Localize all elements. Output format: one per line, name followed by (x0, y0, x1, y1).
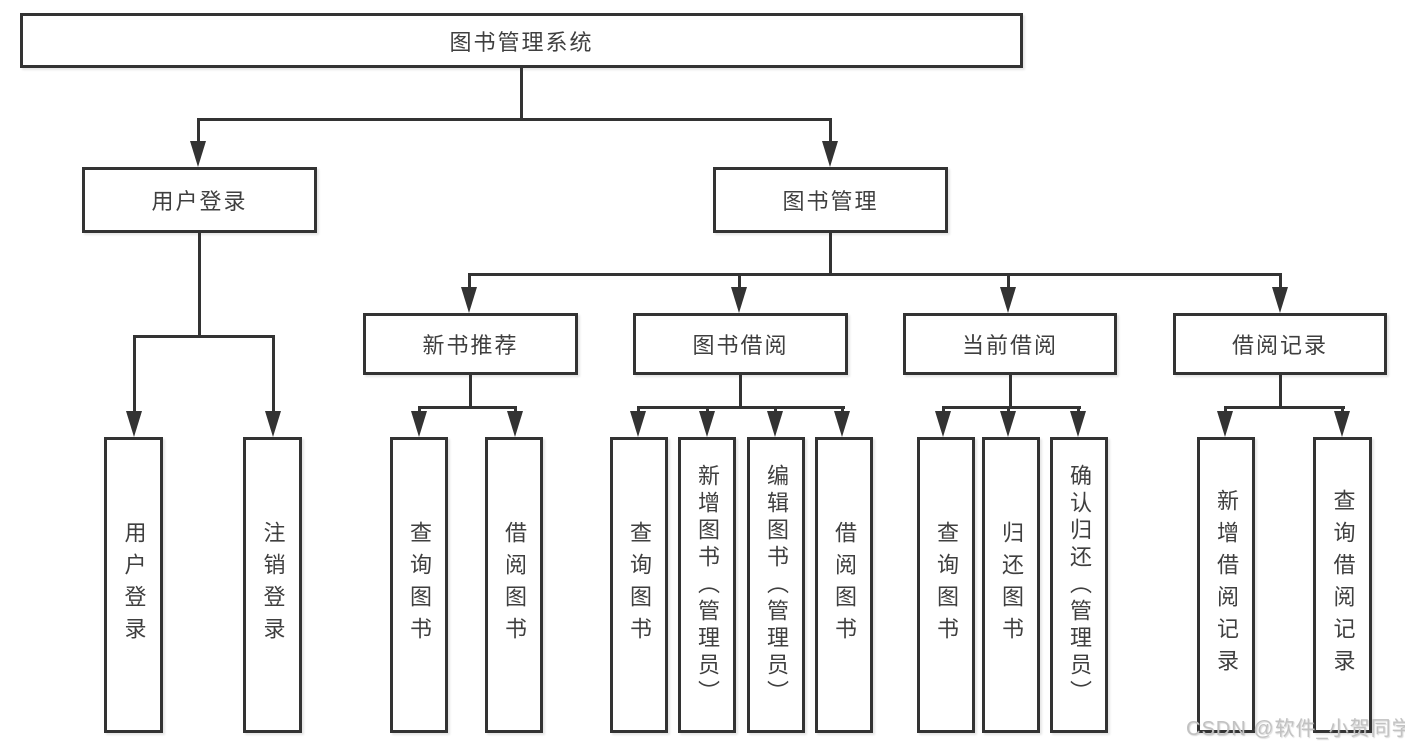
arrow-down-icon (834, 411, 850, 437)
arrow-down-icon (822, 141, 838, 167)
arrow-down-icon (699, 411, 715, 437)
leaf-return-book: 归还图书 (982, 437, 1040, 733)
arrow-down-icon (190, 141, 206, 167)
arrow-down-icon (767, 411, 783, 437)
node-borrow-record-label: 借阅记录 (1231, 333, 1328, 358)
leaf-query-book-2-label: 查询图书 (627, 521, 652, 649)
connector-line (1077, 406, 1080, 411)
node-root-label: 图书管理系统 (449, 29, 594, 55)
leaf-edit-book-admin-label: 编辑图书（管理员） (764, 463, 789, 707)
arrow-down-icon (630, 411, 646, 437)
arrow-down-icon (1272, 287, 1288, 313)
leaf-confirm-return-admin-label: 确认归还（管理员） (1067, 463, 1092, 707)
connector-line (418, 406, 421, 411)
connector-line (272, 335, 275, 411)
arrow-down-icon (935, 411, 951, 437)
node-book-borrow: 图书借阅 (633, 313, 848, 375)
connector-line (468, 273, 1282, 276)
connector-line (133, 335, 275, 338)
csdn-watermark: CSDN @软件_小贺同学 (1186, 718, 1405, 740)
connector-line (637, 406, 845, 409)
leaf-add-book-admin: 新增图书（管理员） (678, 437, 736, 733)
connector-line (738, 273, 741, 287)
connector-line (197, 118, 832, 121)
leaf-query-book-1: 查询图书 (390, 437, 448, 733)
leaf-borrow-book-1-label: 借阅图书 (502, 521, 527, 649)
leaf-add-borrow-record-label: 新增借阅记录 (1214, 489, 1239, 681)
connector-line (514, 406, 517, 411)
connector-line (739, 375, 742, 406)
node-new-book-recommend-label: 新书推荐 (422, 333, 519, 358)
arrow-down-icon (411, 411, 427, 437)
node-book-borrow-label: 图书借阅 (692, 333, 789, 358)
node-book-management: 图书管理 (713, 167, 948, 233)
connector-line (1007, 406, 1010, 411)
leaf-confirm-return-admin: 确认归还（管理员） (1050, 437, 1108, 733)
arrow-down-icon (1334, 411, 1350, 437)
leaf-add-book-admin-label: 新增图书（管理员） (695, 463, 720, 707)
arrow-down-icon (126, 411, 142, 437)
node-new-book-recommend: 新书推荐 (363, 313, 578, 375)
leaf-borrow-book-1: 借阅图书 (485, 437, 543, 733)
connector-line (520, 68, 523, 118)
node-borrow-record: 借阅记录 (1173, 313, 1387, 375)
connector-line (1279, 273, 1282, 287)
leaf-query-book-3-label: 查询图书 (934, 521, 959, 649)
leaf-borrow-book-2-label: 借阅图书 (832, 521, 857, 649)
connector-line (469, 375, 472, 406)
connector-line (1341, 406, 1344, 411)
arrow-down-icon (461, 287, 477, 313)
node-root: 图书管理系统 (20, 13, 1023, 68)
node-user-login: 用户登录 (82, 167, 317, 233)
connector-line (1224, 406, 1345, 409)
node-user-login-label: 用户登录 (151, 189, 248, 214)
leaf-query-borrow-record: 查询借阅记录 (1313, 437, 1372, 733)
connector-line (1224, 406, 1227, 411)
connector-line (1279, 375, 1282, 406)
connector-line (942, 406, 1081, 409)
arrow-down-icon (1000, 287, 1016, 313)
connector-line (197, 118, 200, 141)
leaf-edit-book-admin: 编辑图书（管理员） (747, 437, 805, 733)
arrow-down-icon (1000, 411, 1016, 437)
leaf-user-login: 用户登录 (104, 437, 163, 733)
leaf-query-borrow-record-label: 查询借阅记录 (1330, 489, 1356, 681)
arrow-down-icon (1217, 411, 1233, 437)
connector-line (1009, 375, 1012, 406)
leaf-logout: 注销登录 (243, 437, 302, 733)
connector-line (198, 233, 201, 335)
connector-line (637, 406, 640, 411)
arrow-down-icon (731, 287, 747, 313)
node-book-management-label: 图书管理 (782, 189, 879, 214)
connector-line (468, 273, 471, 287)
leaf-query-book-3: 查询图书 (917, 437, 975, 733)
leaf-user-login-label: 用户登录 (121, 521, 147, 649)
leaf-borrow-book-2: 借阅图书 (815, 437, 873, 733)
leaf-add-borrow-record: 新增借阅记录 (1197, 437, 1255, 733)
connector-line (841, 406, 844, 411)
leaf-logout-label: 注销登录 (260, 521, 286, 649)
connector-line (1007, 273, 1010, 287)
leaf-return-book-label: 归还图书 (999, 521, 1024, 649)
connector-line (133, 335, 136, 411)
connector-line (418, 406, 517, 409)
connector-line (829, 118, 832, 141)
node-current-borrow: 当前借阅 (903, 313, 1117, 375)
connector-line (942, 406, 945, 411)
connector-line (774, 406, 777, 411)
node-current-borrow-label: 当前借阅 (961, 333, 1058, 358)
connector-line (829, 233, 832, 273)
arrow-down-icon (507, 411, 523, 437)
connector-line (706, 406, 709, 411)
leaf-query-book-2: 查询图书 (610, 437, 668, 733)
arrow-down-icon (1070, 411, 1086, 437)
leaf-query-book-1-label: 查询图书 (407, 521, 432, 649)
arrow-down-icon (265, 411, 281, 437)
